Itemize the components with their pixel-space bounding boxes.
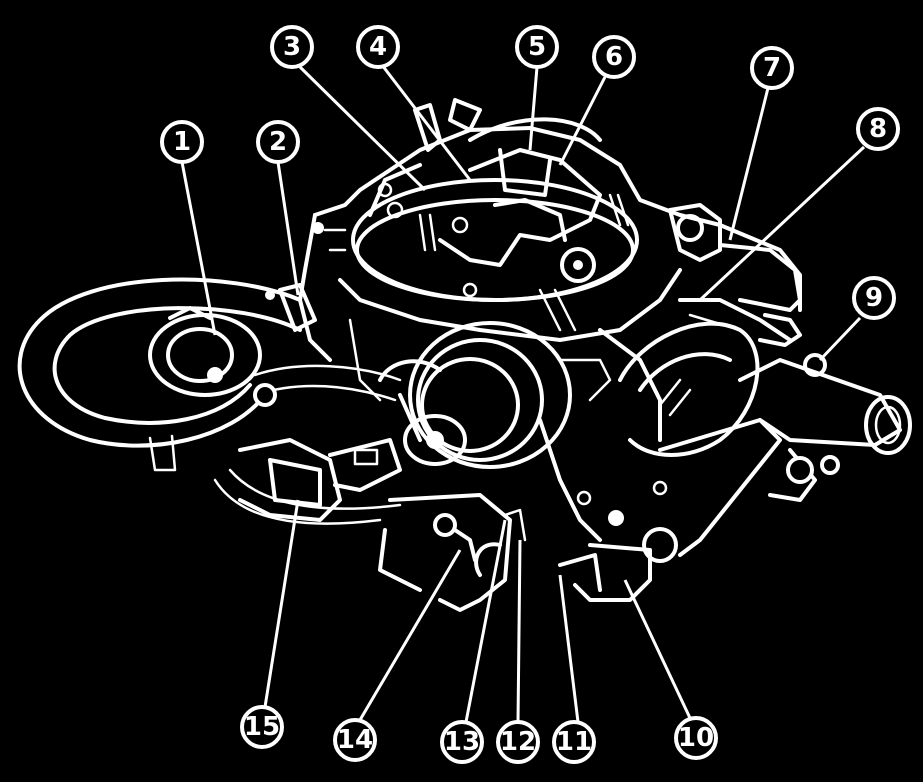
- callout-label: 15: [244, 712, 280, 742]
- leader-3: [298, 65, 427, 192]
- callout-label: 7: [763, 53, 781, 83]
- callout-label: 13: [444, 727, 480, 757]
- leader-8: [698, 145, 866, 302]
- callout-label: 9: [865, 283, 883, 313]
- callout-5: 5: [515, 25, 559, 69]
- leader-4: [380, 64, 472, 181]
- callout-label: 11: [556, 727, 592, 757]
- callout-2: 2: [256, 120, 300, 164]
- leader-1: [180, 161, 217, 336]
- callout-6: 6: [592, 35, 636, 79]
- coolant-pipe: [738, 353, 912, 502]
- callout-11: 11: [552, 720, 596, 764]
- leader-14: [358, 549, 462, 721]
- leader-10: [623, 579, 692, 719]
- solenoid-and-wiring: [213, 364, 402, 525]
- leader-5: [528, 66, 539, 151]
- leader-15: [263, 499, 300, 708]
- callout-12: 12: [496, 720, 540, 764]
- leader-13: [464, 519, 507, 723]
- carburetor-body: [298, 126, 802, 542]
- leader-9: [818, 316, 862, 362]
- callout-1: 1: [160, 120, 204, 164]
- vacuum-hose: [17, 277, 302, 472]
- callout-15: 15: [240, 705, 284, 749]
- callout-9: 9: [852, 276, 896, 320]
- callout-label: 4: [369, 32, 387, 62]
- leader-7: [728, 87, 770, 241]
- throttle-lever: [558, 418, 782, 602]
- callout-label: 10: [678, 723, 714, 753]
- callouts: 1 2 3 4 5 6 7 8: [160, 25, 900, 764]
- callout-4: 4: [356, 25, 400, 69]
- callout-label: 8: [869, 114, 887, 144]
- callout-14: 14: [333, 718, 377, 762]
- leader-2: [276, 161, 300, 296]
- leader-12: [516, 539, 522, 723]
- throttle-sector: [618, 321, 760, 457]
- callout-label: 14: [337, 725, 373, 755]
- leader-lines: [180, 64, 866, 723]
- callout-10: 10: [674, 716, 718, 760]
- callout-label: 5: [528, 32, 546, 62]
- callout-label: 6: [605, 42, 623, 72]
- fittings: [265, 222, 668, 526]
- vacuum-diaphragm: [378, 321, 572, 469]
- choke-diaphragm: [148, 306, 262, 397]
- leader-11: [558, 574, 580, 723]
- callout-label: 1: [173, 127, 191, 157]
- base-flange: [378, 493, 527, 612]
- callout-7: 7: [750, 46, 794, 90]
- callout-13: 13: [440, 720, 484, 764]
- carburetor-illustration: [17, 98, 912, 612]
- air-horn-cover: [351, 163, 639, 302]
- top-linkage: [413, 98, 602, 283]
- callout-3: 3: [270, 25, 314, 69]
- callout-8: 8: [856, 107, 900, 151]
- callout-label: 3: [283, 32, 301, 62]
- callout-label: 2: [269, 127, 287, 157]
- callout-label: 12: [500, 727, 536, 757]
- leader-6: [558, 76, 607, 166]
